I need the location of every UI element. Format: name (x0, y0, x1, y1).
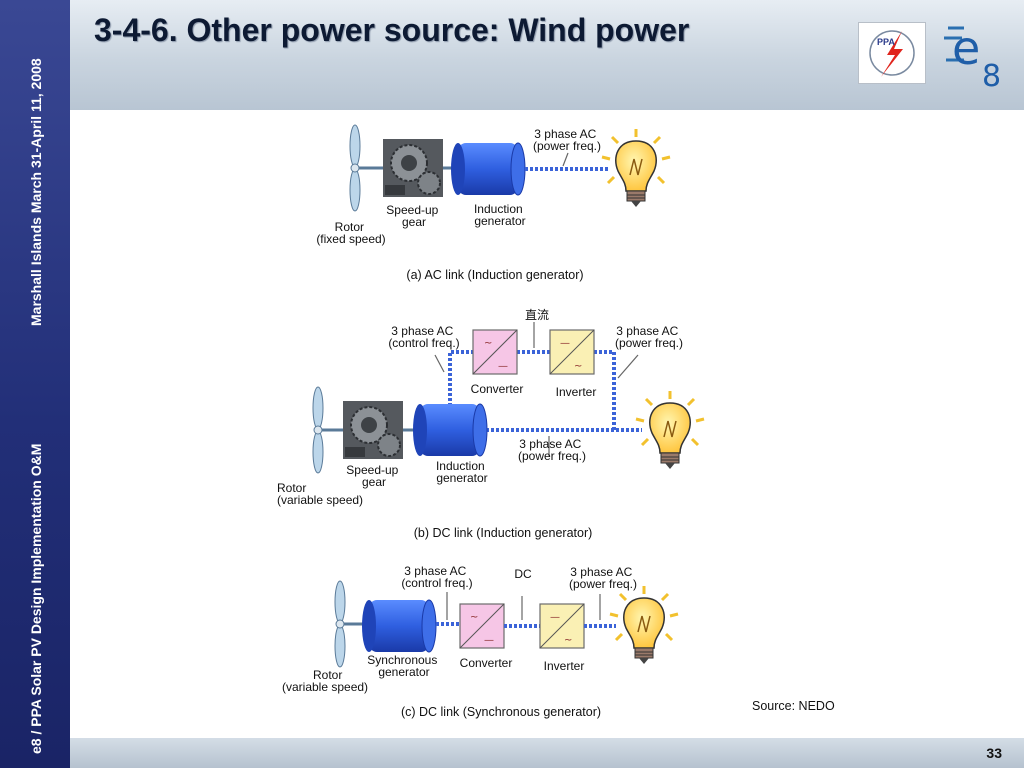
converter-dc-symbol-b: — (498, 361, 508, 372)
ac-right-label-c: 3 phase AC (power freq.) (569, 565, 637, 591)
e8-logo: e 8 (940, 14, 1010, 94)
e8-logo-digit: 8 (982, 59, 1001, 90)
converter-label-b: Converter (471, 382, 524, 396)
dc-loop-left-b (448, 350, 473, 406)
page-number: 33 (986, 745, 1002, 761)
ac-right-label-b: 3 phase AC (power freq.) (615, 324, 683, 350)
inverter-label-b: Inverter (556, 385, 597, 399)
ppa-logo-graphic: PPA (869, 30, 915, 77)
rotor-blades-b (312, 386, 324, 474)
ac-label-a: 3 phase AC (power freq.) (533, 127, 601, 153)
inverter-box-b (549, 329, 595, 375)
converter-ac-symbol-b: ~ (484, 338, 492, 349)
dc-label-c: DC (514, 567, 532, 581)
ac-arrow-a (562, 152, 569, 167)
inverter-ac-symbol-b: ~ (574, 361, 582, 372)
ppa-logo: PPA (858, 22, 926, 84)
rotor-label-a: Rotor (fixed speed) (316, 220, 385, 246)
caption-b: (b) DC link (Induction generator) (414, 526, 593, 540)
rotor-blades-c (334, 580, 346, 668)
ac-mid-label-b: 3 phase AC (power freq.) (518, 437, 586, 463)
dc-loop-right-b (594, 350, 616, 430)
ppa-logo-text: PPA (877, 37, 895, 47)
synchronous-generator-c (361, 599, 437, 653)
inverter-dc-symbol-b: — (560, 338, 570, 349)
speed-up-gear-a (382, 138, 444, 198)
light-bulb-a (600, 127, 672, 209)
inverter-ac-symbol-c: ~ (564, 635, 572, 646)
rotor-label-b: Rotor (variable speed) (277, 481, 363, 507)
source-note: Source: NEDO (752, 699, 835, 713)
rotor-blades-a (349, 124, 361, 212)
inverter-box-c (539, 603, 585, 649)
light-bulb-c (608, 584, 680, 666)
induction-generator-a (450, 142, 526, 196)
ac-left-label-b: 3 phase AC (control freq.) (388, 324, 459, 350)
caption-c: (c) DC link (Synchronous generator) (401, 705, 601, 719)
ac-left-arrow-b (434, 354, 445, 373)
rotor-label-c: Rotor (variable speed) (282, 668, 368, 694)
induction-generator-b (412, 403, 488, 457)
generator-label-c: Synchronous generator (367, 653, 440, 679)
slide-title: 3-4-6. Other power source: Wind power (94, 12, 690, 48)
gear-label-b: Speed-up gear (346, 463, 401, 489)
diagram-b: ~ — — ~ 3 phase AC (control freq.) 3 pha… (277, 308, 706, 540)
sidebar: Marshall Islands March 31-April 11, 2008… (0, 0, 70, 768)
generator-label-a: Induction generator (474, 202, 526, 228)
converter-label-c: Converter (460, 656, 513, 670)
ac-left-label-c: 3 phase AC (control freq.) (401, 564, 472, 590)
converter-dc-symbol-c: — (484, 635, 494, 646)
speed-up-gear-b (342, 400, 404, 460)
e8-logo-graphic: e 8 (944, 21, 1001, 94)
generator-label-b: Induction generator (436, 459, 488, 485)
footer-band: 33 (70, 738, 1024, 768)
inverter-label-c: Inverter (544, 659, 585, 673)
light-bulb-b (634, 389, 706, 471)
diagram-a: 3 phase AC (power freq.) Speed-up gear I… (316, 124, 672, 282)
e8-logo-letter: e (952, 21, 980, 75)
ac-right-arrow-b (617, 354, 639, 379)
caption-a: (a) AC link (Induction generator) (406, 268, 583, 282)
gear-label-a: Speed-up gear (386, 203, 441, 229)
converter-ac-symbol-c: ~ (470, 612, 478, 623)
inverter-dc-symbol-c: — (550, 612, 560, 623)
dc-mark-b: 直流 (525, 308, 549, 322)
diagram-c: ~ — — ~ 3 phase AC (control freq.) DC 3 … (282, 564, 680, 719)
converter-box-b (472, 329, 518, 375)
converter-box-c (459, 603, 505, 649)
